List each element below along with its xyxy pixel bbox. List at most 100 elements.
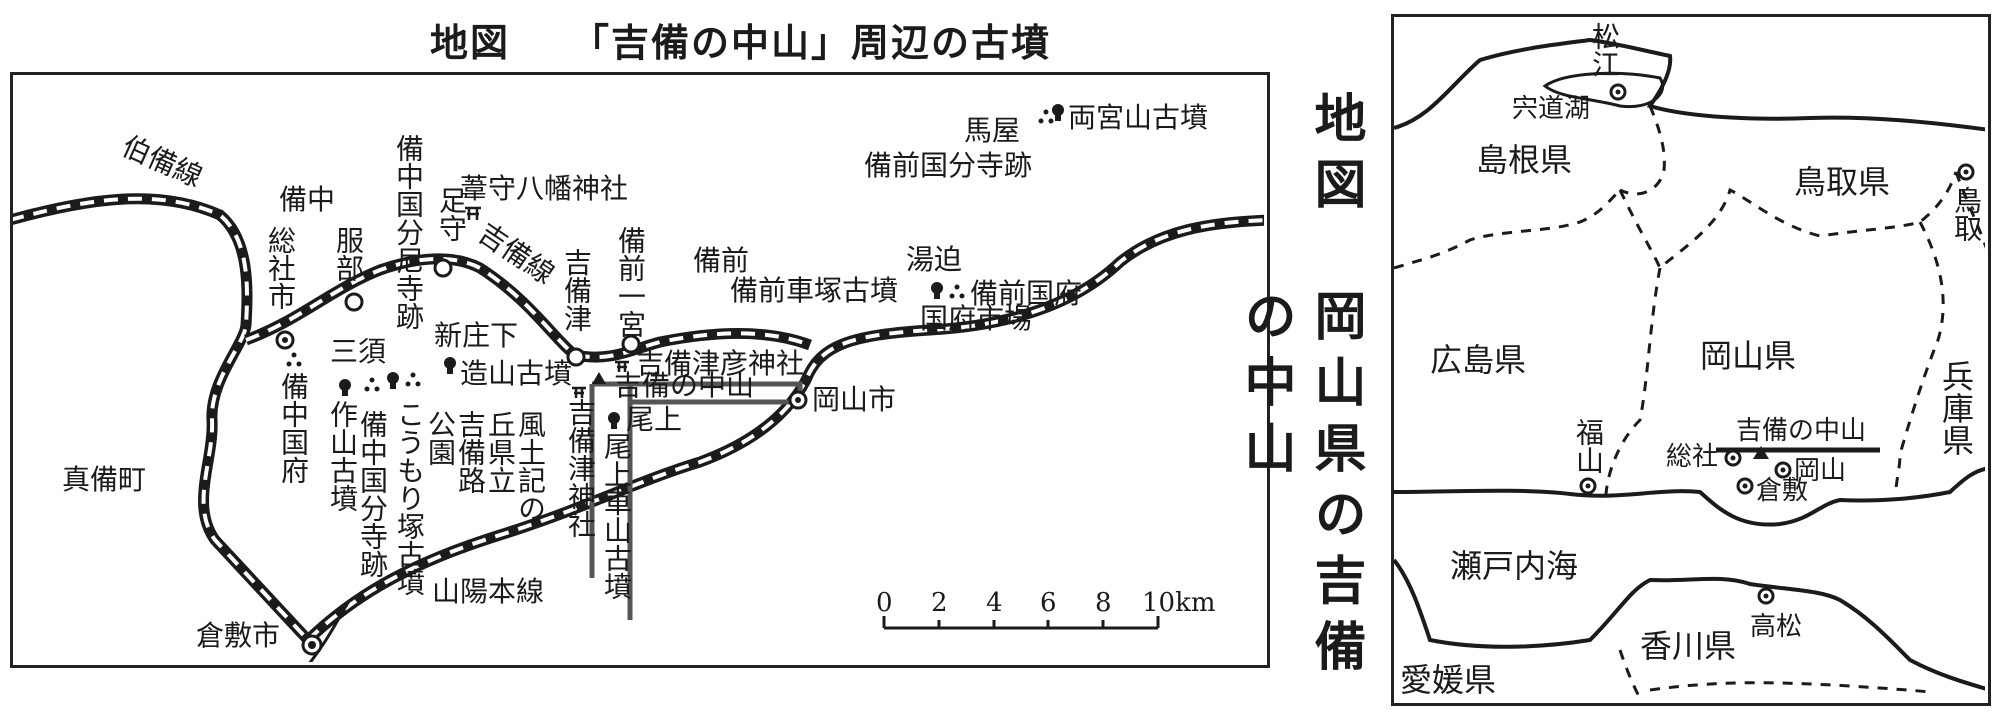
label-shinji-lake: 宍道湖 [1512,94,1591,124]
site-kokubunji [364,377,380,392]
label-tottori-city: 鳥取 [1950,186,1983,242]
label-bicchu-kokubunniji: 備中国分尼寺跡 [392,134,425,330]
kofun-zozan [444,357,456,374]
label-zozan-kofun: 造山古墳 [460,357,573,390]
label-bicchu-kokubunji: 備中国分寺跡 [356,410,389,578]
shinji-lake [1542,71,1664,109]
right-map-title: 地図 岡山県の吉備の中山 [1235,91,1366,685]
scale-tick-8: 8 [1095,588,1112,618]
border-kagawa-south [1649,681,1931,694]
shrine-kayamori [465,206,481,220]
label-matsue: 松江 [1588,22,1621,78]
label-sanyo-line: 山陽本線 [432,575,545,608]
station-hattori [344,292,364,312]
label-kibiji-park-2: 丘県立 [484,410,517,494]
scale-tick-4: 4 [986,588,1003,618]
label-kagawa: 香川県 [1640,627,1737,665]
kofun-tsukuriyama [339,379,351,396]
nakayama-peak-right [1753,446,1769,459]
label-shimane: 島根県 [1476,141,1573,179]
coast-seto-north [1394,466,1985,527]
scale-tick-6: 6 [1040,588,1057,618]
label-bizen-kurumazuka: 備前車塚古墳 [730,274,899,307]
label-mabi-town: 真備町 [62,463,147,496]
site-bicchu-kokufu [286,352,302,367]
label-ryogusan-kofun: 両宮山古墳 [1068,101,1209,134]
label-misu: 三須 [330,335,387,368]
left-map-title: 地図 「吉備の中山」周辺の古墳 [430,20,1052,65]
site-umaya [1038,109,1054,124]
right-map-frame [1391,14,1991,706]
station-kibitsu [566,347,586,367]
label-hiroshima: 広島県 [1430,341,1527,379]
label-okayama-right: 岡山 [1794,456,1847,486]
label-ogami: 尾上 [626,403,683,436]
road [308,599,352,662]
label-bizen: 備前 [693,244,750,277]
label-fukuyama: 福山 [1572,418,1605,474]
site-bizen-kokufu [949,284,965,299]
label-yuba: 湯迫 [906,243,963,276]
shrine-kibitsu [572,386,586,398]
label-kibiji-park-1: 風土記の [514,410,547,522]
label-kurashiki-city: 倉敷市 [196,619,281,652]
border-shimane-tottori [1619,105,1666,196]
scale-tick-2: 2 [931,588,948,618]
border-kagawa-ehime [1618,649,1643,700]
label-tsukuriyama: 作山古墳 [326,400,359,512]
label-bicchu-kokufu: 備中国府 [277,372,310,484]
label-seto-inland-sea: 瀬戸内海 [1450,547,1579,585]
label-ashimori: 足守 [435,186,468,242]
label-umaya: 馬屋 [964,114,1021,147]
label-ogami-kurumayama: 尾上車山古墳 [600,432,633,600]
sanyo-main-line [304,214,1264,644]
kofun-kurumazuka [931,282,943,299]
label-komorizuka: こうもり塚古墳 [393,400,426,596]
hakubi-line [13,193,313,644]
label-okayama-city: 岡山市 [812,383,897,416]
label-bizen-kokufu: 備前国府 [970,277,1083,310]
label-bizen-ichinomiya: 備前一宮 [614,226,647,338]
scale-tick-0: 0 [876,588,893,618]
label-kurashiki-right: 倉敷 [1756,476,1809,506]
label-hyogo: 兵庫県 [1937,360,1975,456]
coast-shikoku [1394,558,1985,691]
station-dots [282,337,801,649]
kofun-markers [339,104,1064,429]
border-hiroshima-okayama [1604,267,1662,495]
label-tottori-pref: 鳥取県 [1794,163,1891,201]
label-kibi-no-nakayama: 吉備の中山 [614,369,755,402]
label-okayama-pref: 岡山県 [1700,337,1797,375]
kibi-line [244,253,812,363]
label-kibiji-park-4: 公園 [424,410,457,466]
station-bizen-ichinomiya [621,334,641,354]
site-dots [286,109,1054,392]
label-bicchu: 備中 [279,183,336,216]
shrine-markers [465,206,629,398]
label-kibitsu: 吉備津 [560,248,593,332]
label-soja-right: 総社 [1666,442,1719,472]
label-kibi-no-nakayama-right: 吉備の中山 [1736,416,1867,446]
label-shinjoshimo: 新庄下 [434,319,519,352]
label-hattori: 服部 [332,226,365,282]
label-takamatsu: 高松 [1750,612,1803,642]
kofun-ryogusan [1052,104,1064,121]
label-kibitsu-jinja: 吉備津神社 [564,398,597,538]
label-kayamori-hachiman: 葦守八幡神社 [460,172,629,205]
nakayama-peak [592,372,606,384]
shrine-kibitsuhiko [615,360,629,372]
stations [275,258,808,656]
kofun-ogami [608,412,620,429]
border-tottori-okayama [1618,171,1958,271]
label-bizen-kokubunji: 備前国分寺跡 [864,149,1033,182]
scale-tick-10km: 10km [1142,588,1216,618]
site-kokubunniji [405,372,421,387]
label-soja-city: 総社市 [264,226,297,310]
scale-bar [882,616,1160,630]
coast-north [1394,37,1985,132]
label-kibitsuhiko: 吉備津彦神社 [636,347,805,380]
border-shimane-hiroshima [1394,188,1622,270]
kofun-komorizuka [387,372,399,389]
